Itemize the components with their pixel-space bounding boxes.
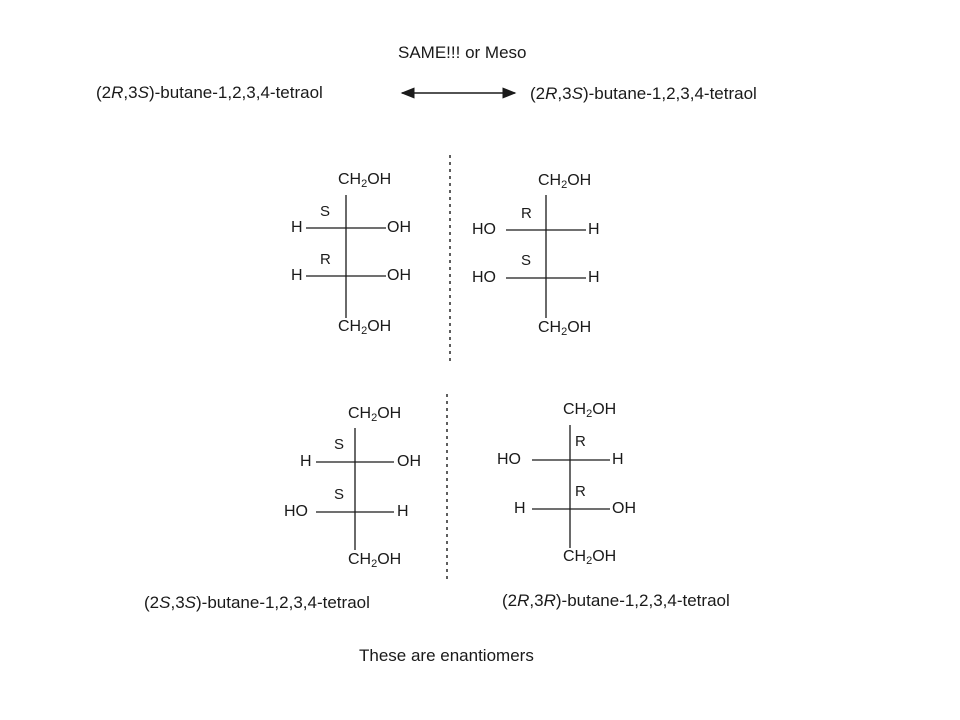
m3-c3-right: H: [397, 503, 409, 520]
name-part: S: [159, 593, 171, 612]
m4-c3-right: OH: [612, 500, 636, 517]
m3-bonds: [316, 428, 394, 550]
m2-c3-right: H: [588, 269, 600, 286]
m4-c2-right: H: [612, 451, 624, 468]
m4-c3-config: R: [575, 483, 586, 500]
name-part: R: [111, 83, 124, 102]
footer-caption: These are enantiomers: [359, 646, 534, 665]
m3-c2-right: OH: [397, 453, 421, 470]
m3-c3-config: S: [334, 486, 345, 503]
name-part: R: [545, 84, 558, 103]
m1-c2-config: S: [320, 203, 331, 220]
m1-c3-left: H: [291, 267, 303, 284]
m2-c3-config: S: [521, 252, 532, 269]
name-part: (2: [96, 83, 112, 102]
name-part: ,3: [557, 84, 572, 103]
m2-c2-right: H: [588, 221, 600, 238]
m1-c3-right: OH: [387, 267, 411, 284]
name-part: (2: [502, 591, 518, 610]
m2-top-group: CH2OH: [538, 172, 592, 191]
m1-bottom-group: CH2OH: [338, 318, 392, 337]
name-part: ,3: [123, 83, 138, 102]
m4-top-group: CH2OH: [563, 401, 617, 420]
m4-c2-left: HO: [497, 451, 521, 468]
m3-c2-config: S: [334, 436, 345, 453]
name-part: (2: [144, 593, 160, 612]
m2-c3-left: HO: [472, 269, 496, 286]
m2-bonds: [506, 195, 586, 318]
m4-bottom-group: CH2OH: [563, 548, 617, 567]
m2-c2-config: R: [521, 205, 532, 222]
bottom-right-name: (2R,3R)-butane-1,2,3,4-tetraol: [502, 591, 730, 611]
name-part: ,3: [529, 591, 544, 610]
m4-c2-config: R: [575, 433, 586, 450]
name-part: )-butane-1,2,3,4-tetraol: [196, 593, 370, 612]
m3-bottom-group: CH2OH: [348, 551, 402, 570]
m2-c2-left: HO: [472, 221, 496, 238]
m2-bottom-group: CH2OH: [538, 319, 592, 338]
name-part: S: [137, 83, 149, 102]
name-part: (2: [530, 84, 546, 103]
top-right-name: (2R,3S)-butane-1,2,3,4-tetraol: [530, 84, 757, 104]
m1-c2-left: H: [291, 219, 303, 236]
name-part: )-butane-1,2,3,4-tetraol: [582, 84, 757, 103]
bottom-left-name: (2S,3S)-butane-1,2,3,4-tetraol: [144, 593, 370, 613]
m4-c3-left: H: [514, 500, 526, 517]
name-part: ,3: [170, 593, 185, 612]
name-part: )-butane-1,2,3,4-tetraol: [148, 83, 323, 102]
name-part: R: [517, 591, 530, 610]
name-part: )-butane-1,2,3,4-tetraol: [555, 591, 730, 610]
m3-c3-left: HO: [284, 503, 308, 520]
m1-top-group: CH2OH: [338, 171, 392, 190]
name-part: S: [184, 593, 196, 612]
m4-bonds: [532, 425, 610, 548]
name-part: R: [543, 591, 556, 610]
m3-top-group: CH2OH: [348, 405, 402, 424]
header-title: SAME!!! or Meso: [398, 43, 527, 62]
top-left-name: (2R,3S)-butane-1,2,3,4-tetraol: [96, 83, 323, 103]
m1-c3-config: R: [320, 251, 331, 268]
m1-bonds: [306, 195, 386, 318]
name-part: S: [571, 84, 583, 103]
m1-c2-right: OH: [387, 219, 411, 236]
m3-c2-left: H: [300, 453, 312, 470]
